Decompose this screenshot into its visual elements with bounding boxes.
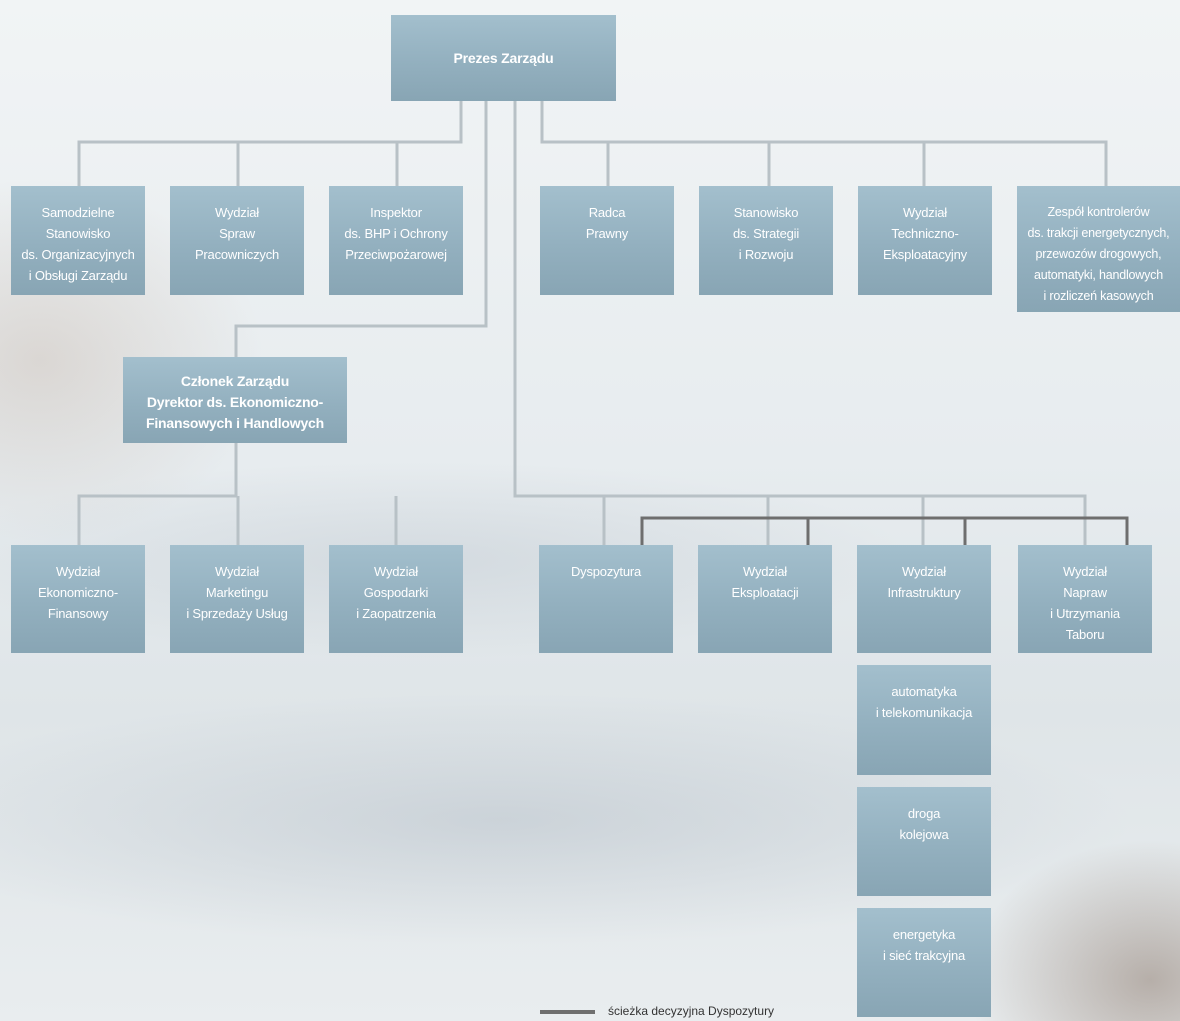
box-wydzial-gospodarki: Wydział Gospodarki i Zaopatrzenia bbox=[329, 545, 463, 653]
connector-bottom-right bbox=[513, 100, 1087, 545]
box-inspektor: Inspektor ds. BHP i Ochrony Przeciwpożar… bbox=[329, 186, 463, 295]
decision-path-line bbox=[640, 516, 1129, 545]
box-czlonek-zarzadu: Członek Zarządu Dyrektor ds. Ekonomiczno… bbox=[123, 357, 347, 443]
box-radca: Radca Prawny bbox=[540, 186, 674, 295]
box-wydzial-techniczno: Wydział Techniczno- Eksploatacyjny bbox=[858, 186, 992, 295]
connector-czlonek-children bbox=[77, 442, 398, 545]
box-wydzial-napraw: Wydział Napraw i Utrzymania Taboru bbox=[1018, 545, 1152, 653]
box-wydzial-marketingu: Wydział Marketingu i Sprzedaży Usług bbox=[170, 545, 304, 653]
box-wydzial-spraw: Wydział Spraw Pracowniczych bbox=[170, 186, 304, 295]
box-droga-kolejowa: droga kolejowa bbox=[857, 787, 991, 896]
box-stanowisko-strategii: Stanowisko ds. Strategii i Rozwoju bbox=[699, 186, 833, 295]
legend-label: ścieżka decyzyjna Dyspozytury bbox=[608, 1004, 775, 1018]
box-dyspozytura: Dyspozytura bbox=[539, 545, 673, 653]
legend-decision-path-swatch bbox=[540, 1010, 595, 1014]
box-wydzial-eksploatacji: Wydział Eksploatacji bbox=[698, 545, 832, 653]
connector-top-right bbox=[540, 100, 1108, 186]
connector-top-left bbox=[77, 100, 463, 186]
box-samodzielne-stanowisko: Samodzielne Stanowisko ds. Organizacyjny… bbox=[11, 186, 145, 295]
connector-czlonek bbox=[234, 100, 488, 357]
box-wydzial-ekonomiczno: Wydział Ekonomiczno- Finansowy bbox=[11, 545, 145, 653]
box-energetyka: energetyka i sieć trakcyjna bbox=[857, 908, 991, 1017]
box-wydzial-infrastruktury: Wydział Infrastruktury bbox=[857, 545, 991, 653]
box-prezes: Prezes Zarządu bbox=[391, 15, 616, 101]
box-zespol-kontrolerow: Zespół kontrolerów ds. trakcji energetyc… bbox=[1017, 186, 1180, 312]
box-automatyka: automatyka i telekomunikacja bbox=[857, 665, 991, 775]
